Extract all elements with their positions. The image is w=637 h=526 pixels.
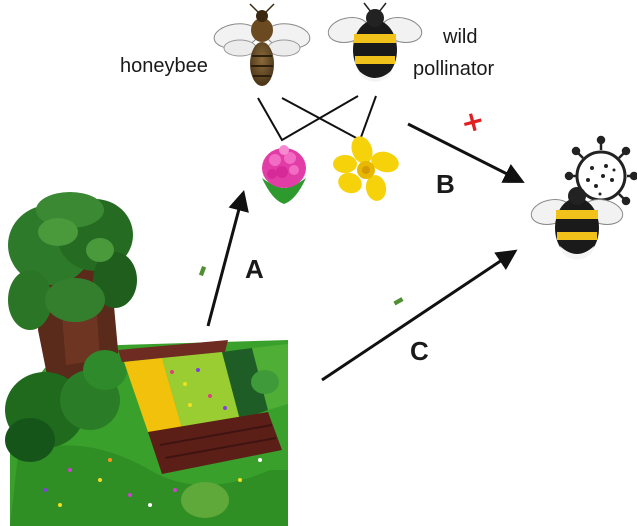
pollination-links (258, 96, 376, 140)
honeybee-label: honeybee (120, 54, 208, 78)
arrow-b-label: B (436, 170, 455, 198)
arrow-c-label: C (410, 337, 429, 365)
arrow-a (208, 194, 243, 326)
wild-pollinator-label-line1: wild (443, 25, 477, 49)
clover-flower-icon (262, 145, 306, 204)
bumblebee-icon (326, 3, 424, 82)
wild-pollinator-label-line2: pollinator (413, 57, 494, 81)
honeybee-icon (213, 4, 312, 86)
yellow-flower-icon (333, 133, 401, 202)
arrow-a-label: A (245, 255, 264, 283)
landscape-icon (5, 192, 288, 526)
